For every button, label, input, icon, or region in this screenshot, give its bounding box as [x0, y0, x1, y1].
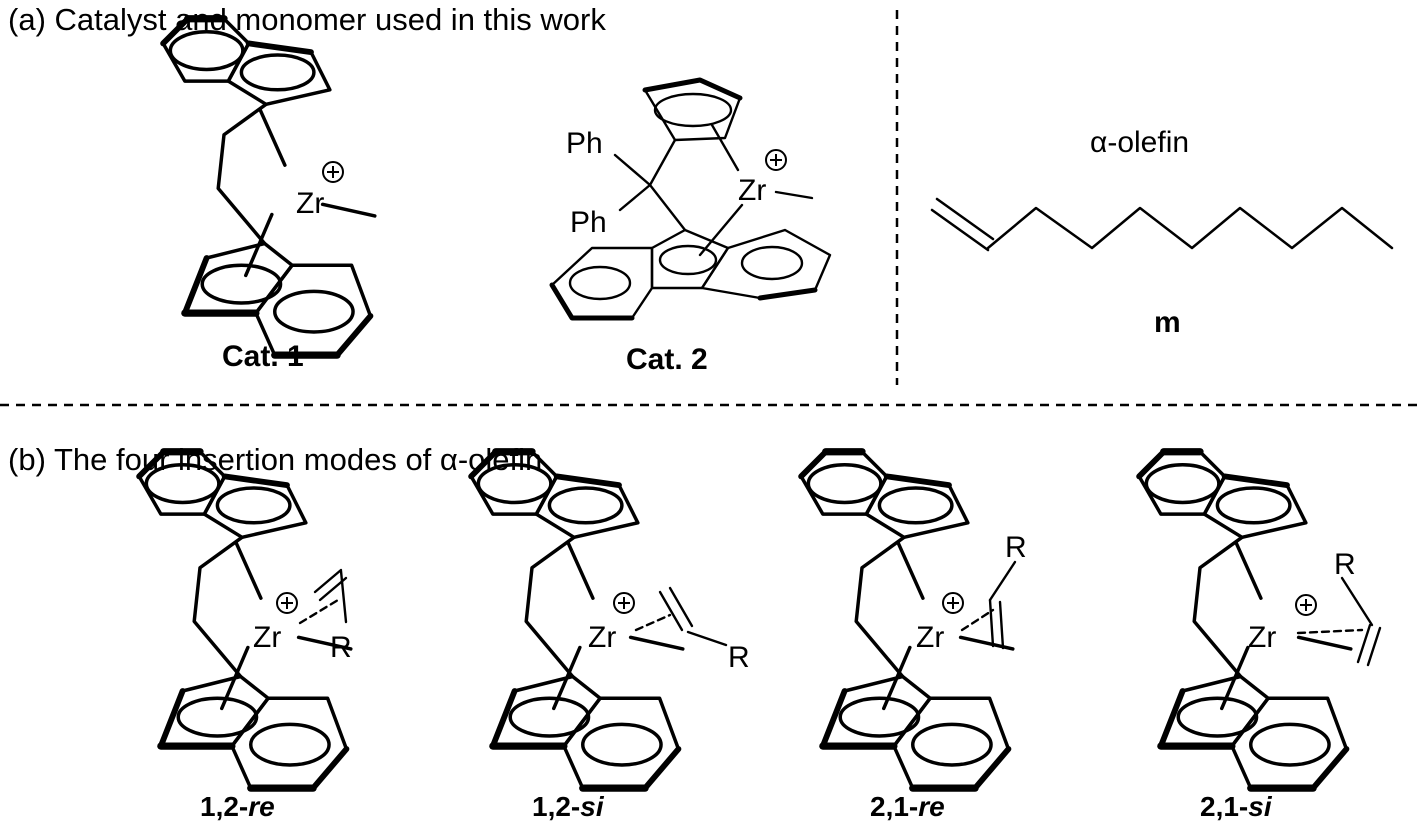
- monomer-structure: [930, 197, 1394, 252]
- mode4-olefin: [1296, 576, 1382, 667]
- mode1-zr-atom: Zr: [253, 621, 281, 654]
- mode1-olefin: [298, 568, 348, 625]
- cat1-charge-icon: [322, 161, 344, 183]
- mode1-charge-icon: [276, 592, 298, 614]
- cat2-zr-atom: Zr: [738, 174, 766, 207]
- mode3-olefin: [960, 560, 1017, 650]
- mode1-r-group: R: [330, 631, 352, 664]
- cat1-zr-atom: Zr: [296, 187, 324, 220]
- mode3-zr-atom: Zr: [916, 621, 944, 654]
- mode1-structure: [139, 452, 351, 788]
- mode2-olefin: [634, 586, 728, 647]
- mode2-charge-icon: [613, 592, 635, 614]
- mode3-r-group: R: [1005, 531, 1027, 564]
- mode2-structure: [471, 452, 683, 788]
- section-a-heading: (a) Catalyst and monomer used in this wo…: [8, 2, 606, 37]
- mode4-structure: [1139, 452, 1351, 788]
- mode-label-2: 1,2-si: [532, 791, 604, 822]
- mode2-zr-atom: Zr: [588, 621, 616, 654]
- cat2-ph-top: Ph: [566, 127, 603, 160]
- cat2-ph-bottom: Ph: [570, 206, 607, 239]
- cat2-label: Cat. 2: [626, 343, 708, 376]
- mode4-zr-atom: Zr: [1248, 621, 1276, 654]
- mode-label-1: 1,2-re: [200, 791, 275, 822]
- cat1-structure: [163, 19, 375, 355]
- mode2-r-group: R: [728, 641, 750, 674]
- mode4-charge-icon: [1295, 594, 1317, 616]
- cat2-charge-icon: [765, 149, 787, 171]
- mode4-r-group: R: [1334, 548, 1356, 581]
- section-b-heading: (b) The four insertion modes of α-olefin: [8, 442, 543, 477]
- mode-label-4: 2,1-si: [1200, 791, 1272, 822]
- cat2-structure: [549, 77, 832, 321]
- mode3-charge-icon: [942, 592, 964, 614]
- olefin-title: α-olefin: [1090, 126, 1190, 159]
- mode-label-3: 2,1-re: [870, 791, 945, 822]
- mode3-structure: [801, 452, 1013, 788]
- monomer-label: m: [1154, 306, 1181, 339]
